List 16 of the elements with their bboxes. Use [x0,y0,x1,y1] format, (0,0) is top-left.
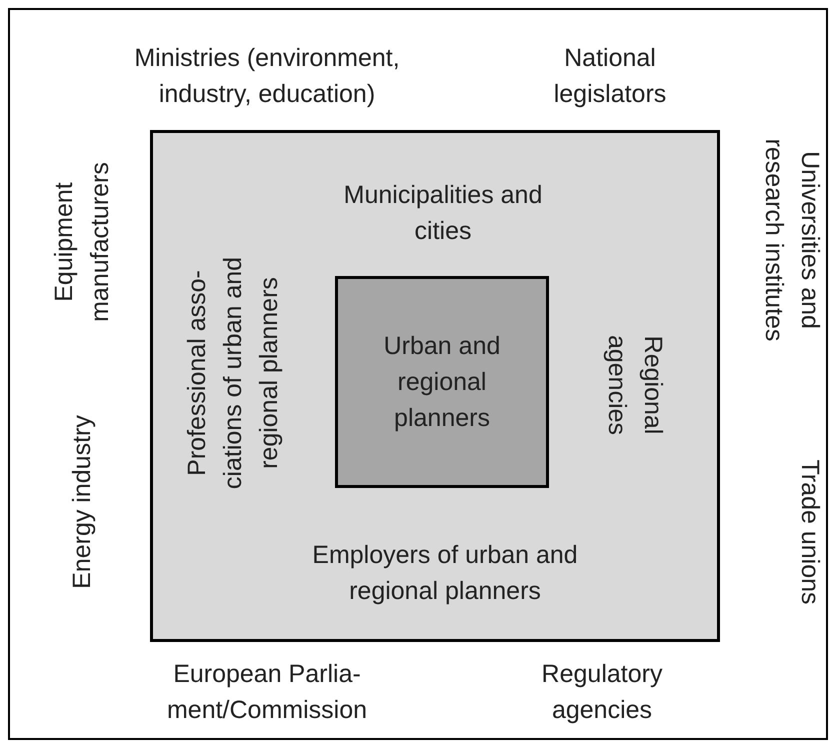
node-label: Regulatory agencies [540,659,664,726]
node-label: Professional asso- ciations of urban and regional planners [182,256,284,492]
node-label: Energy industry [67,414,97,591]
outer-box [8,8,828,740]
node-label: Equipment manufacturers [49,161,115,324]
node-label: Employers of urban and regional planners [311,540,579,607]
node-label: National legislators [552,43,668,110]
node-label: Regional agencies [602,334,668,438]
node-label: Urban and regional planners [382,331,502,434]
node-label: European Parlia- ment/Commission [166,659,368,726]
inner-box [335,276,549,488]
node-label: Ministries (environment, industry, education) [133,43,401,110]
node-label: Universities and research institutes [759,138,825,344]
middle-box [150,130,720,642]
node-label: Municipalities and cities [342,180,544,247]
node-label: Trade unions [795,458,825,606]
